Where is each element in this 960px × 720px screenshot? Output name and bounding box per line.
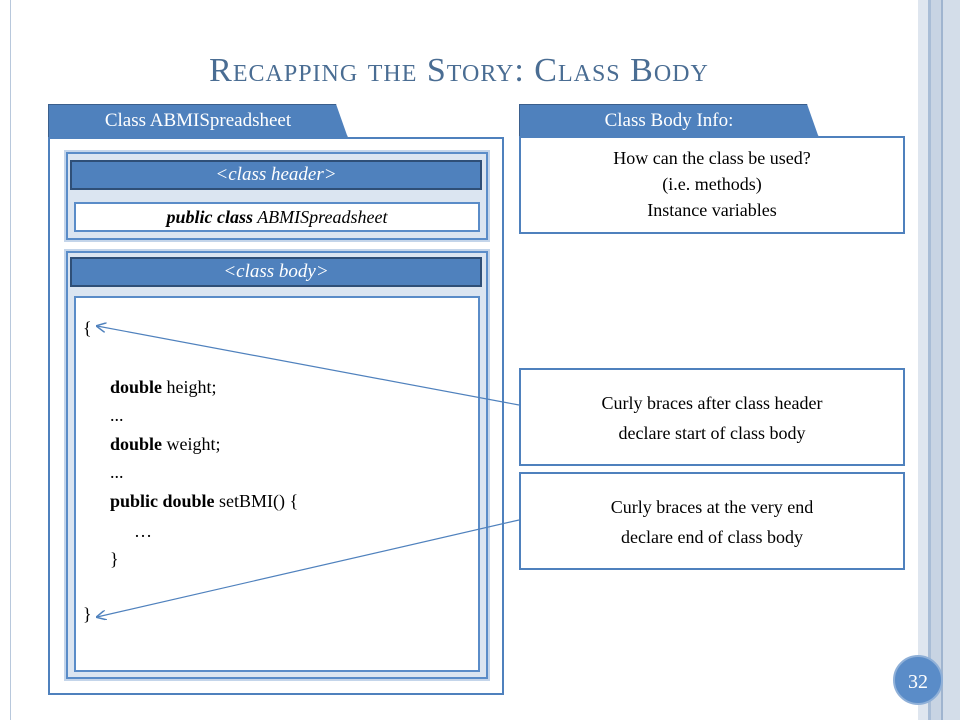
info-line: How can the class be used? (613, 148, 811, 168)
slide-frame-stripe (943, 0, 960, 720)
code-line-height: double height; (110, 373, 217, 401)
slide-frame-stripe (941, 0, 943, 720)
note-line: Curly braces at the very end (610, 497, 814, 517)
class-header-bar: <class header> (70, 160, 482, 190)
note-line: Curly braces after class header (601, 393, 823, 413)
keyword: double (110, 434, 163, 454)
header-class-name: ABMISpreadsheet (253, 207, 388, 227)
class-body-bar: <class body> (70, 257, 482, 287)
start-brace-note: Curly braces after class header declare … (519, 368, 905, 466)
note-line: declare start of class body (618, 423, 806, 443)
info-line: Instance variables (647, 200, 777, 220)
keyword: double (110, 377, 163, 397)
code-ellipsis: … (134, 521, 152, 541)
code-line-setbmi: public double setBMI() { (110, 487, 298, 515)
keyword: public double (110, 491, 215, 511)
code-ellipsis: ... (110, 405, 124, 425)
close-brace: } (83, 604, 92, 624)
code-text: setBMI() { (214, 491, 299, 511)
code-text: weight; (162, 434, 221, 454)
note-line: declare end of class body (621, 527, 803, 547)
slide-frame-left (10, 0, 11, 720)
slide-frame-stripe (928, 0, 931, 720)
slide-frame-right (918, 0, 928, 720)
slide-frame-stripe (931, 0, 941, 720)
code-line-weight: double weight; (110, 430, 221, 458)
class-header-code: public class ABMISpreadsheet (74, 202, 480, 232)
slide-title: Recapping the Story: Class Body (209, 52, 709, 89)
info-line: (i.e. methods) (662, 174, 762, 194)
page-number-badge: 32 (893, 655, 943, 705)
right-tab-label: Class Body Info: (519, 104, 819, 138)
header-keywords: public class (166, 207, 254, 227)
method-close-brace: } (110, 549, 119, 569)
class-body-info-box: How can the class be used? (i.e. methods… (519, 136, 905, 234)
code-ellipsis: ... (110, 462, 124, 482)
open-brace: { (83, 318, 92, 338)
left-tab-label: Class ABMISpreadsheet (48, 104, 348, 138)
code-text: height; (162, 377, 217, 397)
class-body-code-area (74, 296, 480, 672)
end-brace-note: Curly braces at the very end declare end… (519, 472, 905, 570)
